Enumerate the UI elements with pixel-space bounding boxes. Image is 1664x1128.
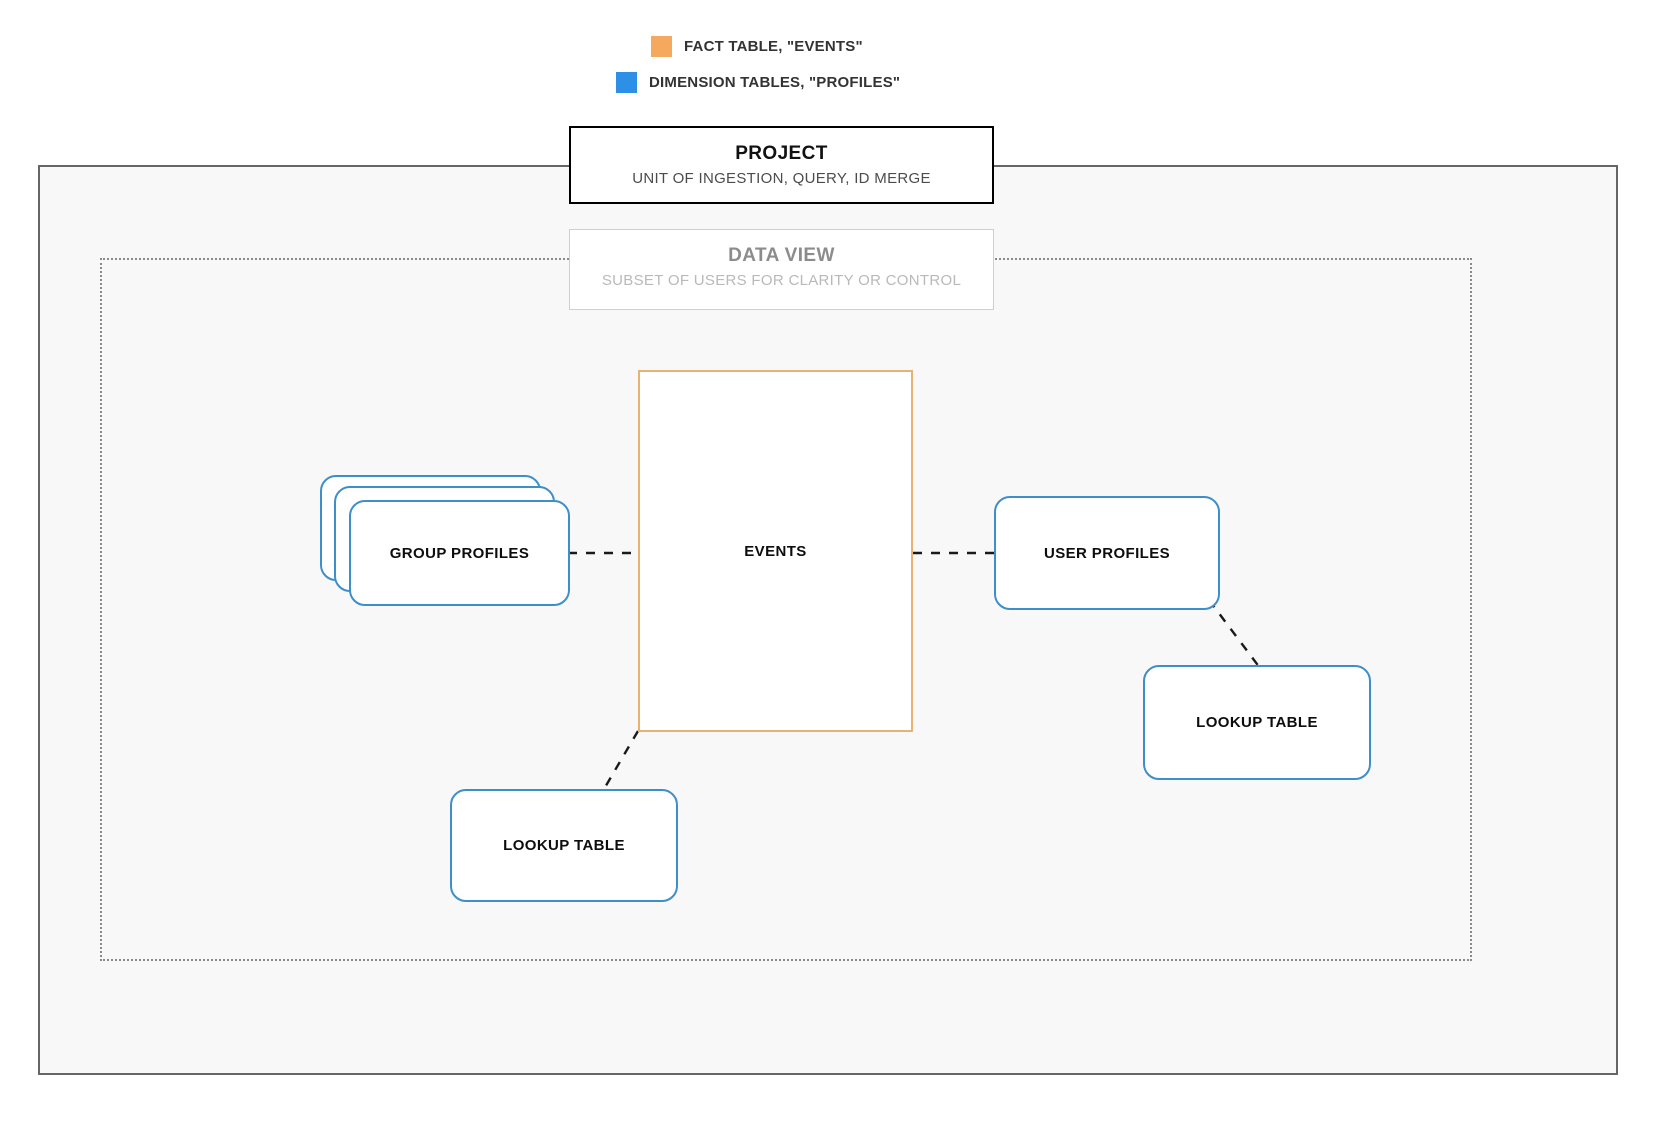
legend-item-label: FACT TABLE, "EVENTS" bbox=[684, 37, 863, 55]
project-title: PROJECT bbox=[735, 143, 828, 164]
node-group-profiles-label: GROUP PROFILES bbox=[389, 544, 530, 562]
node-events-label: EVENTS bbox=[744, 542, 807, 560]
data-view-subtitle: SUBSET OF USERS FOR CLARITY OR CONTROL bbox=[601, 272, 962, 289]
node-lookup-table-left-label: LOOKUP TABLE bbox=[503, 837, 625, 854]
node-lookup-table-left[interactable]: LOOKUP TABLE bbox=[450, 789, 678, 902]
node-user-profiles-label: USER PROFILES bbox=[1043, 544, 1171, 562]
node-group-profiles-card-front[interactable]: GROUP PROFILES bbox=[349, 500, 570, 606]
legend: FACT TABLE, "EVENTS" DIMENSION TABLES, "… bbox=[0, 28, 1664, 100]
node-lookup-table-right-label: LOOKUP TABLE bbox=[1196, 714, 1318, 731]
project-subtitle: UNIT OF INGESTION, QUERY, ID MERGE bbox=[632, 170, 931, 187]
data-view-header-box: DATA VIEW SUBSET OF USERS FOR CLARITY OR… bbox=[569, 229, 994, 310]
legend-item-label: DIMENSION TABLES, "PROFILES" bbox=[649, 73, 901, 91]
node-user-profiles[interactable]: USER PROFILES bbox=[994, 496, 1220, 610]
node-group-profiles[interactable]: GROUP PROFILES bbox=[320, 475, 570, 610]
square-swatch-icon bbox=[616, 71, 637, 93]
data-view-title: DATA VIEW bbox=[728, 245, 835, 266]
legend-item-fact-table: FACT TABLE, "EVENTS" bbox=[0, 28, 1664, 64]
project-header-box: PROJECT UNIT OF INGESTION, QUERY, ID MER… bbox=[569, 126, 994, 204]
legend-item-dimension-tables: DIMENSION TABLES, "PROFILES" bbox=[0, 64, 1664, 100]
square-swatch-icon bbox=[651, 35, 672, 57]
node-events[interactable]: EVENTS bbox=[638, 370, 913, 732]
node-lookup-table-right[interactable]: LOOKUP TABLE bbox=[1143, 665, 1371, 780]
